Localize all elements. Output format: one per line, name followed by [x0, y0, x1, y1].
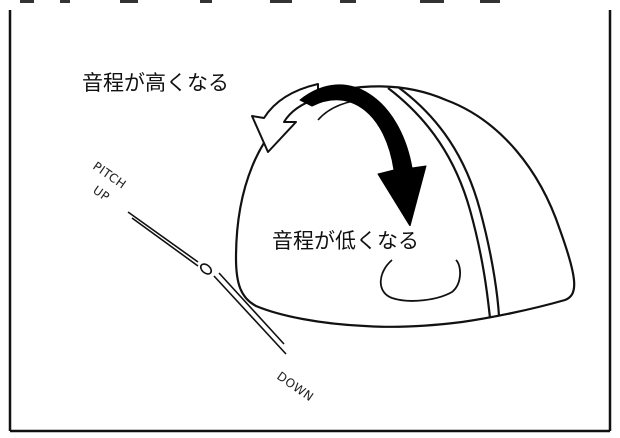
up-label: UP [90, 183, 112, 204]
diagram-frame [8, 10, 612, 433]
pitch-down-caption: 音程が低くなる [272, 229, 419, 253]
pitch-scale-center-mark [199, 263, 213, 275]
pitch-scale-line [127, 211, 287, 355]
label-underlay [268, 226, 438, 254]
cropped-heading-fragment [20, 0, 500, 3]
pitch-up-caption: 音程が高くなる [82, 71, 229, 95]
down-label: DOWN [274, 369, 316, 404]
